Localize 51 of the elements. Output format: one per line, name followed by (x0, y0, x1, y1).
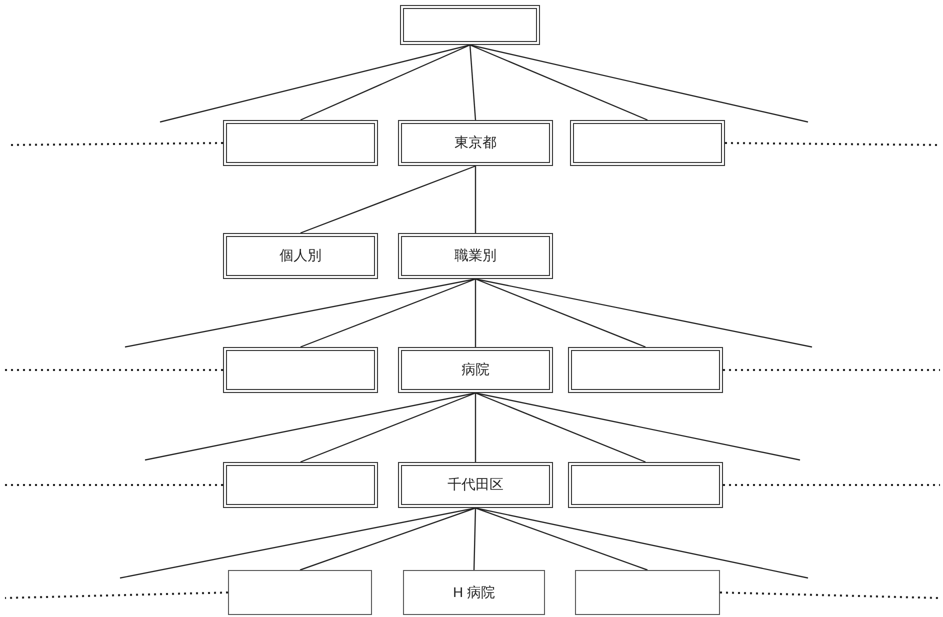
empty-box (223, 347, 378, 393)
dotted-line (723, 369, 940, 371)
dotted-line (5, 484, 223, 486)
connector-line (475, 507, 648, 571)
category-box (223, 233, 378, 279)
category-box (403, 570, 545, 615)
dotted-line (723, 484, 940, 486)
connector-line (474, 166, 476, 233)
box-label: 病院 (462, 361, 490, 379)
connector-line (475, 392, 800, 461)
connector-line (474, 279, 476, 347)
dotted-line (4, 592, 228, 599)
connector-line (300, 278, 476, 348)
connector-line (120, 507, 476, 579)
empty-box (223, 120, 378, 166)
empty-box (568, 462, 723, 508)
connector-line (474, 393, 476, 462)
connector-line (475, 507, 808, 579)
dotted-line (5, 369, 223, 371)
empty-box (223, 462, 378, 508)
box-label: 職業別 (454, 247, 496, 265)
category-box (398, 233, 553, 279)
category-box (398, 120, 553, 166)
connector-line (124, 278, 476, 348)
empty-box (575, 570, 720, 615)
connector-line (469, 44, 476, 120)
empty-box (400, 5, 540, 45)
box-label: 東京都 (454, 134, 496, 152)
connector-line (160, 44, 470, 123)
dotted-line (8, 142, 223, 146)
connector-line (475, 392, 646, 463)
connector-line (144, 392, 476, 461)
connector-line (300, 392, 476, 463)
connector-line (300, 507, 476, 571)
box-label: 個人別 (280, 247, 322, 265)
connector-line (475, 278, 646, 348)
empty-box (570, 120, 725, 166)
connector-line (470, 44, 808, 123)
connector-line (475, 278, 812, 348)
empty-box (228, 570, 372, 615)
box-label: H 病院 (453, 584, 495, 602)
connector-line (470, 44, 648, 121)
connector-line (300, 165, 476, 234)
dotted-line (720, 592, 938, 599)
dotted-line (725, 142, 940, 146)
box-label: 千代田区 (448, 476, 504, 494)
connector-line (300, 44, 470, 121)
category-box (398, 347, 553, 393)
empty-box (568, 347, 723, 393)
category-box (398, 462, 553, 508)
connector-line (473, 508, 476, 570)
